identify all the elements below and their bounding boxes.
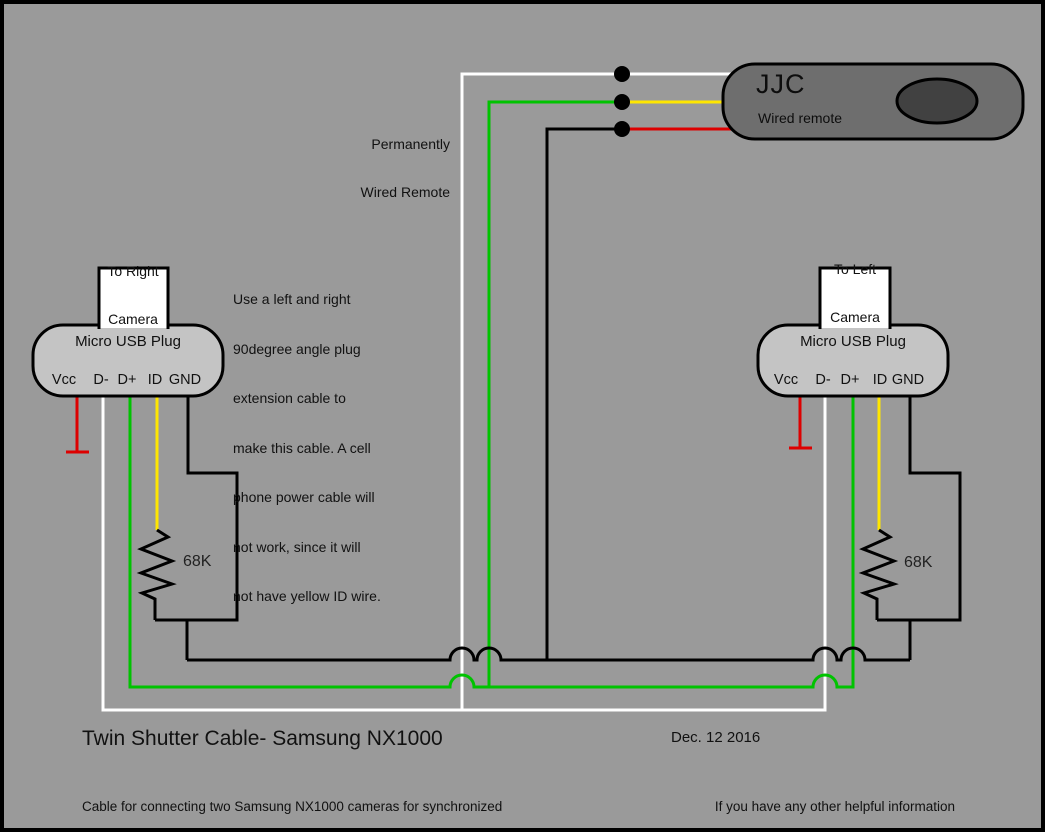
wire-black-gnd-box-left	[155, 394, 239, 660]
remote-type-label: Wired remote	[758, 110, 843, 126]
wire-red-vcc-right	[789, 394, 812, 450]
wire-black-gnd-bus	[187, 646, 910, 662]
junction-dot-green-yellow	[614, 94, 630, 110]
camera-plug-right-outline	[818, 266, 892, 329]
wire-white-remote-branch	[460, 72, 735, 710]
pin-dplus-left: D+	[117, 372, 137, 388]
camera-plug-left	[99, 268, 168, 328]
wire-red-vcc-left	[66, 394, 89, 454]
wire-green-remote-branch	[487, 100, 622, 687]
wire-black-remote-branch	[545, 127, 622, 660]
diagram-description: Cable for connecting two Samsung NX1000 …	[82, 799, 503, 814]
resistor-left-68k	[136, 528, 177, 620]
pin-vcc-right: Vcc	[773, 372, 799, 388]
diagram-title: Twin Shutter Cable- Samsung NX1000	[82, 727, 443, 750]
pin-gnd-right: GND	[891, 372, 925, 388]
wire-white-dminus-bus	[101, 394, 827, 712]
junction-dot-white	[614, 66, 630, 82]
remote-shutter-button	[895, 77, 979, 125]
pin-dminus-right: D-	[815, 372, 831, 388]
diagram-date: Dec. 12 2016	[671, 729, 761, 746]
to-left-camera-label: To Left Camera	[830, 261, 880, 325]
contact-info: If you have any other helpful informatio…	[714, 799, 955, 814]
pin-vcc-left: Vcc	[51, 372, 77, 388]
usb-plug-title-right: Micro USB Plug	[800, 333, 906, 350]
to-right-camera-label: To Right Camera	[107, 263, 159, 327]
camera-plug-left-outline	[97, 266, 170, 329]
pin-gnd-left: GND	[168, 372, 202, 388]
cable-advice-note: Use a left and right 90degree angle plug…	[233, 291, 381, 604]
remote-brand-label: JJC	[756, 69, 806, 99]
pin-dminus-left: D-	[93, 372, 109, 388]
pin-id-right: ID	[872, 372, 888, 388]
wire-green-dplus-bus	[128, 394, 855, 689]
usb-plug-title-left: Micro USB Plug	[75, 333, 181, 350]
resistor-value-left: 68K	[183, 553, 212, 570]
pin-id-left: ID	[147, 372, 163, 388]
wire-black-gnd-box-right	[877, 394, 962, 660]
junction-dot-black-red	[614, 121, 630, 137]
resistor-value-right: 68K	[904, 554, 933, 571]
resistor-right-68k	[858, 528, 899, 620]
camera-plug-right	[820, 268, 890, 328]
permanently-wired-remote-label: Permanently Wired Remote	[360, 136, 450, 200]
pin-dplus-right: D+	[840, 372, 860, 388]
